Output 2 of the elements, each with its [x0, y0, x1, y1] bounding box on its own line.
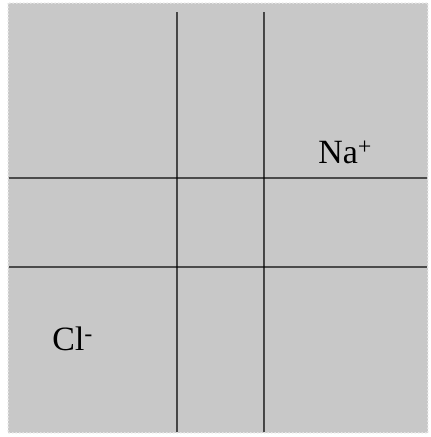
ion-label: Cl$^{-}$: [54, 326, 92, 350]
ion-label: Na$^{+}$: [319, 140, 370, 164]
